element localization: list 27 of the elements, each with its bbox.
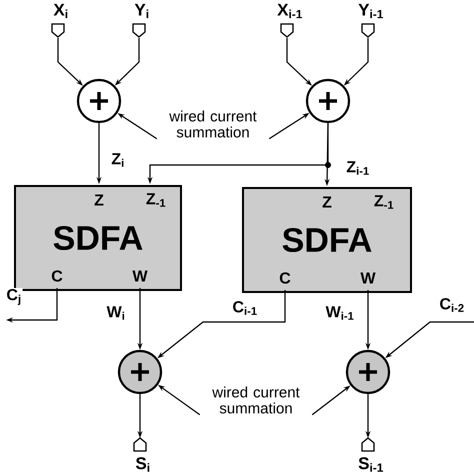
adder-circle bbox=[346, 350, 390, 394]
signal-label: C$_{j}$ bbox=[5, 288, 23, 306]
signal-label: W$_{i-1}$ bbox=[324, 305, 356, 321]
signal-label: C$_{i-1}$ bbox=[231, 300, 259, 316]
port-label: C bbox=[52, 270, 62, 282]
pin-label: X$_{i-1}$ bbox=[277, 4, 302, 18]
port-label: Z$_{-1}$ bbox=[146, 193, 166, 207]
signal-label: Z$_{i}$ bbox=[110, 152, 126, 168]
signal-label: Z$_{i-1}$ bbox=[345, 160, 371, 176]
signal-label: W$_{i}$ bbox=[106, 305, 126, 321]
port-label: Z$_{-1}$ bbox=[374, 195, 394, 209]
annotation-text: wired current summation bbox=[169, 110, 257, 138]
port-label: Z bbox=[94, 194, 104, 206]
pin-label: S$_{i-1}$ bbox=[358, 457, 384, 472]
adder-circle bbox=[306, 78, 350, 124]
pin-label: X$_{i}$ bbox=[54, 4, 68, 18]
pin-label: Y$_{i}$ bbox=[134, 4, 148, 18]
port-label: W bbox=[360, 272, 376, 284]
port-label: Z bbox=[322, 196, 332, 208]
signal-label: C$_{i-2}$ bbox=[438, 297, 466, 313]
port-label: C bbox=[280, 272, 290, 284]
adder-circle bbox=[76, 78, 122, 124]
annotation-text: wired current summation bbox=[212, 386, 300, 414]
pin-label: S$_{i}$ bbox=[136, 457, 150, 472]
port-label: W bbox=[132, 270, 148, 282]
pin-label: Y$_{i-1}$ bbox=[358, 4, 384, 18]
adder-circle bbox=[118, 350, 162, 394]
